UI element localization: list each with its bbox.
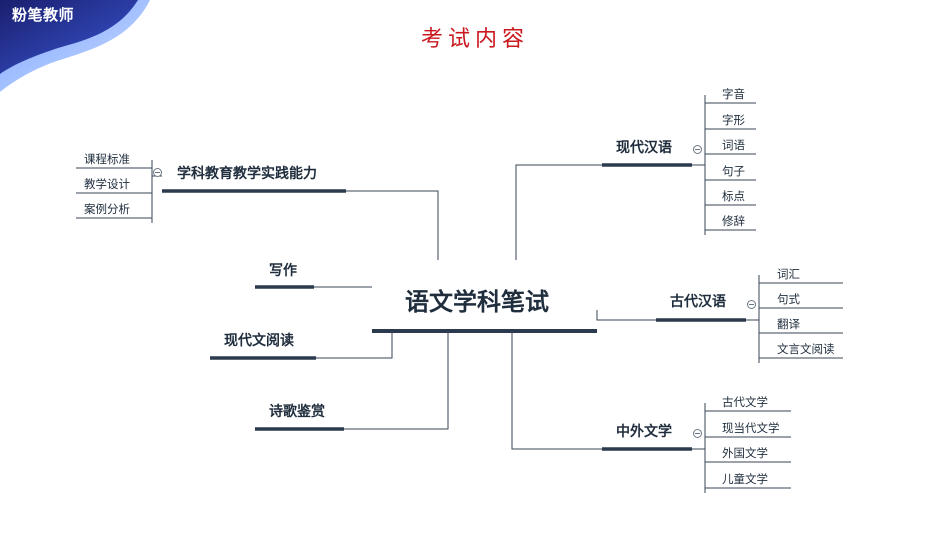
brand-logo: 粉笔教师 — [12, 6, 75, 24]
collapse-toggle-1[interactable] — [153, 168, 162, 177]
collapse-toggle-6[interactable] — [747, 300, 756, 309]
leaf-node: 修辞 — [722, 214, 745, 228]
leaf-node: 外国文学 — [722, 446, 768, 460]
branch-connector-4 — [344, 331, 449, 430]
branch-node-6: 古代汉语 — [670, 294, 726, 310]
leaf-node: 字音 — [722, 87, 745, 101]
leaf-node: 标点 — [722, 189, 745, 203]
leaf-node: 儿童文学 — [722, 472, 768, 486]
branch-node-4: 诗歌鉴赏 — [269, 404, 325, 420]
leaf-node: 词语 — [722, 138, 745, 152]
leaf-node: 古代文学 — [722, 395, 768, 409]
branch-node-7: 中外文学 — [616, 424, 672, 440]
leaf-node: 翻译 — [777, 317, 800, 331]
page-title: 考试内容 — [420, 27, 529, 52]
leaf-node: 句式 — [777, 292, 800, 306]
leaf-node: 教学设计 — [84, 177, 130, 191]
branch-connector-7 — [511, 331, 602, 450]
branch-connector-5 — [515, 164, 602, 260]
branch-node-1: 学科教育教学实践能力 — [177, 166, 317, 182]
branch-connector-1 — [346, 190, 439, 260]
leaf-node: 案例分析 — [84, 202, 130, 216]
leaf-node: 词汇 — [777, 267, 800, 281]
branch-connector-6 — [596, 310, 656, 321]
collapse-toggle-7[interactable] — [693, 429, 702, 438]
leaf-node: 现当代文学 — [722, 421, 780, 435]
branch-node-3: 现代文阅读 — [224, 333, 294, 349]
root-node: 语文学科笔试 — [405, 288, 549, 316]
leaf-node: 句子 — [722, 164, 745, 178]
leaf-node: 文言文阅读 — [777, 342, 835, 356]
branch-node-2: 写作 — [269, 263, 297, 279]
branch-node-5: 现代汉语 — [616, 140, 672, 156]
branch-connector-3 — [316, 331, 393, 359]
leaf-node: 字形 — [722, 113, 745, 127]
collapse-toggle-5[interactable] — [693, 145, 702, 154]
leaf-node: 课程标准 — [84, 152, 130, 166]
brand-wave-shape — [0, 0, 150, 92]
